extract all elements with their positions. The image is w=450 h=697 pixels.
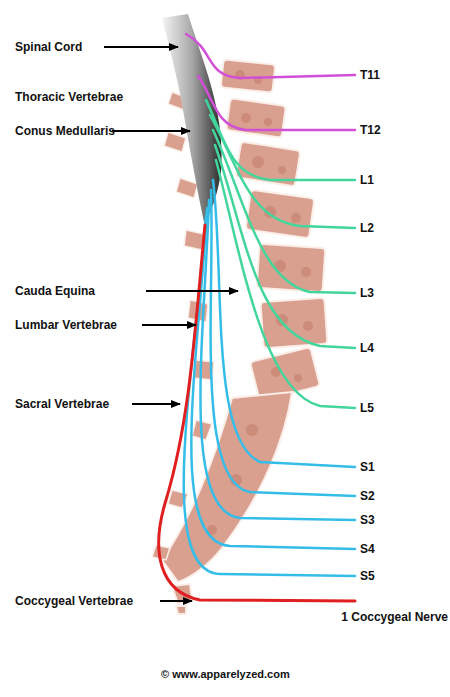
nerve-name: 1 Coccygeal Nerve bbox=[341, 610, 448, 624]
part-name: Sacral Vertebrae bbox=[15, 397, 109, 411]
leader-arrows bbox=[104, 47, 238, 601]
spinal-nerves bbox=[159, 34, 355, 601]
nerve-level: T11 bbox=[360, 68, 380, 82]
nerve-level: S4 bbox=[360, 542, 375, 556]
nerve-level: S1 bbox=[360, 460, 375, 474]
nerve-level: L1 bbox=[360, 173, 374, 187]
part-name: Conus Medullaris bbox=[15, 124, 115, 138]
nerve-level: T12 bbox=[360, 123, 381, 137]
nerve-level: L5 bbox=[360, 401, 374, 415]
nerve-level: L3 bbox=[360, 286, 374, 300]
nerve-level: S3 bbox=[360, 513, 375, 527]
part-name: Cauda Equina bbox=[15, 284, 95, 298]
part-name: Thoracic Vertebrae bbox=[15, 90, 123, 104]
copyright-watermark: © www.apparelyzed.com bbox=[161, 667, 290, 681]
nerve-level: S2 bbox=[360, 489, 375, 503]
part-name: Spinal Cord bbox=[15, 40, 82, 54]
part-name: Lumbar Vertebrae bbox=[15, 318, 117, 332]
nerve-level: L4 bbox=[360, 341, 374, 355]
nerve-level: L2 bbox=[360, 221, 374, 235]
nerve-level: S5 bbox=[360, 569, 375, 583]
part-name: Coccygeal Vertebrae bbox=[15, 594, 133, 608]
